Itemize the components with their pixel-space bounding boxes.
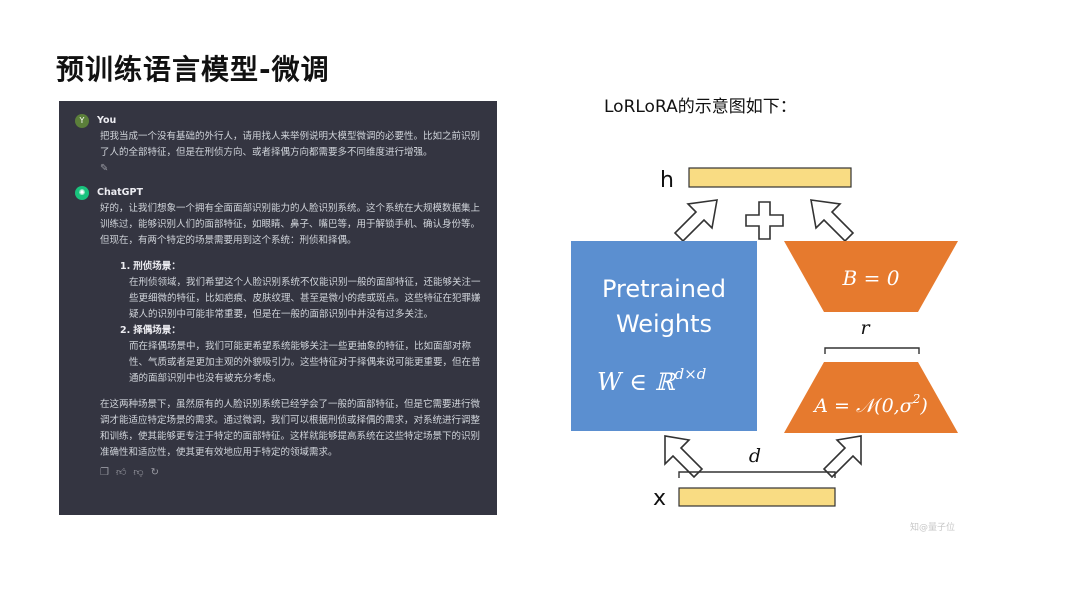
list-item: 2. 择偶场景： 而在择偶场景中，我们可能更希望系统能够关注一些更抽象的特征，比… bbox=[120, 323, 481, 387]
user-message-text: 把我当成一个没有基础的外行人，请用找人来举例说明大模型微调的必要性。比如之前识别… bbox=[100, 131, 481, 158]
list-item-text: 而在择偶场景中，我们可能更希望系统能够关注一些更抽象的特征，比如面部对称性、气质… bbox=[129, 341, 481, 384]
pretrained-label-line2: Weights bbox=[616, 310, 712, 338]
arrow-input-right-icon bbox=[822, 435, 862, 479]
user-message-header: Y You bbox=[75, 113, 481, 129]
diagram-caption: LoRLoRA的示意图如下： bbox=[604, 97, 797, 117]
matrix-b-block bbox=[784, 241, 958, 312]
regenerate-icon[interactable]: ↻ bbox=[150, 467, 159, 478]
arrow-up-right-icon bbox=[810, 199, 855, 243]
assistant-conclusion: 在这两种场景下，虽然原有的人脸识别系统已经学会了一般的面部特征，但是它需要进行微… bbox=[100, 399, 481, 458]
plus-icon bbox=[745, 201, 784, 240]
list-item-number: 1. bbox=[120, 261, 131, 272]
dim-d-bracket bbox=[678, 471, 836, 478]
x-label: x bbox=[653, 486, 666, 511]
assistant-name: ChatGPT bbox=[97, 187, 143, 198]
assistant-message-header: ✺ ChatGPT bbox=[75, 185, 481, 201]
list-item-title: 择偶场景： bbox=[133, 325, 181, 336]
edit-icon[interactable]: ✎ bbox=[100, 163, 109, 174]
dim-d-label: d bbox=[749, 445, 761, 467]
weight-formula: W ∈ ℝd×d bbox=[597, 365, 706, 396]
list-item-number: 2. bbox=[120, 325, 131, 336]
arrow-up-left-icon bbox=[673, 199, 718, 243]
chat-panel: Y You 把我当成一个没有基础的外行人，请用找人来举例说明大模型微调的必要性。… bbox=[59, 101, 497, 515]
lora-diagram: h Pretrained Weights W ∈ ℝd×d B = 0 r A … bbox=[571, 167, 958, 511]
thumbs-down-icon[interactable]: 👎︎ bbox=[133, 467, 144, 478]
list-item-title: 刑侦场景： bbox=[133, 261, 181, 272]
rank-r-label: r bbox=[860, 317, 871, 339]
list-item: 1. 刑侦场景： 在刑侦领域，我们希望这个人脸识别系统不仅能识别一般的面部特征，… bbox=[120, 259, 481, 323]
thumbs-up-icon[interactable]: 👍︎ bbox=[115, 467, 127, 478]
matrix-a-label: A = 𝒩(0,σ2) bbox=[812, 392, 928, 417]
user-name: You bbox=[97, 115, 117, 126]
slide-title: 预训练语言模型-微调 bbox=[56, 53, 330, 86]
pretrained-label-line1: Pretrained bbox=[602, 275, 726, 303]
rank-r-bracket bbox=[824, 347, 920, 354]
assistant-intro: 好的，让我们想象一个拥有全面面部识别能力的人脸识别系统。这个系统在大规模数据集上… bbox=[100, 203, 481, 246]
arrow-input-left-icon bbox=[664, 435, 704, 479]
copy-icon[interactable]: ❐ bbox=[100, 467, 109, 478]
input-x-bar bbox=[678, 487, 836, 507]
pretrained-weights-block bbox=[571, 241, 757, 431]
message-actions: ❐ 👍︎ 👎︎ ↻ bbox=[100, 465, 481, 481]
h-label: h bbox=[660, 168, 674, 193]
watermark: 知@量子位 bbox=[910, 523, 956, 533]
matrix-b-label: B = 0 bbox=[842, 266, 900, 290]
matrix-a-block bbox=[784, 362, 958, 433]
list-item-text: 在刑侦领域，我们希望这个人脸识别系统不仅能识别一般的面部特征，还能够关注一些更细… bbox=[129, 277, 481, 320]
assistant-message: 好的，让我们想象一个拥有全面面部识别能力的人脸识别系统。这个系统在大规模数据集上… bbox=[100, 201, 481, 461]
chatgpt-logo-icon: ✺ bbox=[75, 186, 89, 200]
output-h-bar bbox=[688, 167, 852, 188]
user-avatar: Y bbox=[75, 114, 89, 128]
